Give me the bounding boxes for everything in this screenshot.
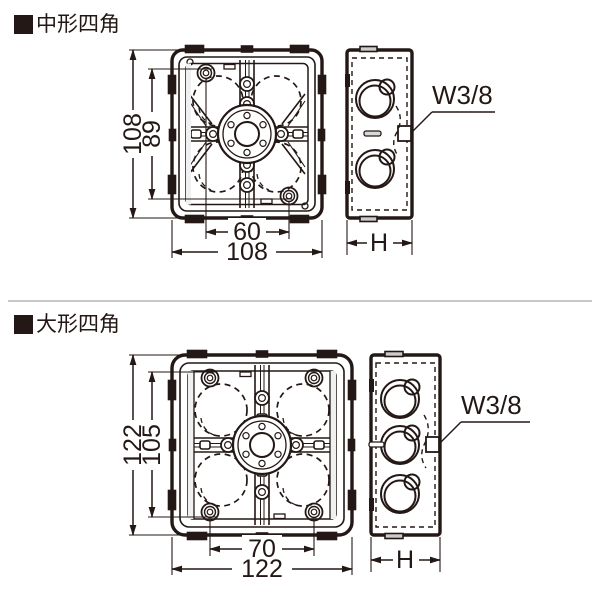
dim-label-width-outer-large: 122 xyxy=(241,555,283,583)
section-divider xyxy=(8,300,592,302)
section-title-medium-square: 中形四角 xyxy=(14,14,120,35)
front-view-medium-square xyxy=(167,44,327,224)
callout-w38-large: W3/8 xyxy=(438,390,530,445)
section-title-text: 大形四角 xyxy=(36,312,120,336)
dim-label-height-outer-large: 122 xyxy=(119,424,147,466)
bullet-square-icon xyxy=(14,15,33,34)
dim-label-width-outer-medium: 108 xyxy=(226,238,268,266)
dimension-depth-large: H xyxy=(370,537,441,574)
callout-w38-medium: W3/8 xyxy=(410,80,495,134)
bullet-square-icon xyxy=(14,315,33,334)
dim-label-width-inner-large: 70 xyxy=(248,535,276,563)
callout-label-w38-medium: W3/8 xyxy=(432,80,493,110)
callout-label-w38-large: W3/8 xyxy=(461,390,522,420)
dim-label-depth-medium: H xyxy=(370,229,388,257)
section-title-large-square: 大形四角 xyxy=(14,314,120,335)
dimension-depth-medium: H xyxy=(346,220,413,257)
dim-label-height-inner-large: 105 xyxy=(138,424,166,466)
side-view-large-square xyxy=(368,350,442,540)
dim-label-width-inner-medium: 60 xyxy=(233,218,261,246)
front-view-large-square xyxy=(167,349,357,541)
side-view-medium-square xyxy=(345,45,414,223)
dimension-extension-lines-medium xyxy=(129,49,323,258)
dim-label-height-outer-medium: 108 xyxy=(119,113,147,155)
section-title-text: 中形四角 xyxy=(36,12,120,36)
dim-label-depth-large: H xyxy=(396,546,414,574)
dim-label-height-inner-medium: 89 xyxy=(138,120,166,148)
